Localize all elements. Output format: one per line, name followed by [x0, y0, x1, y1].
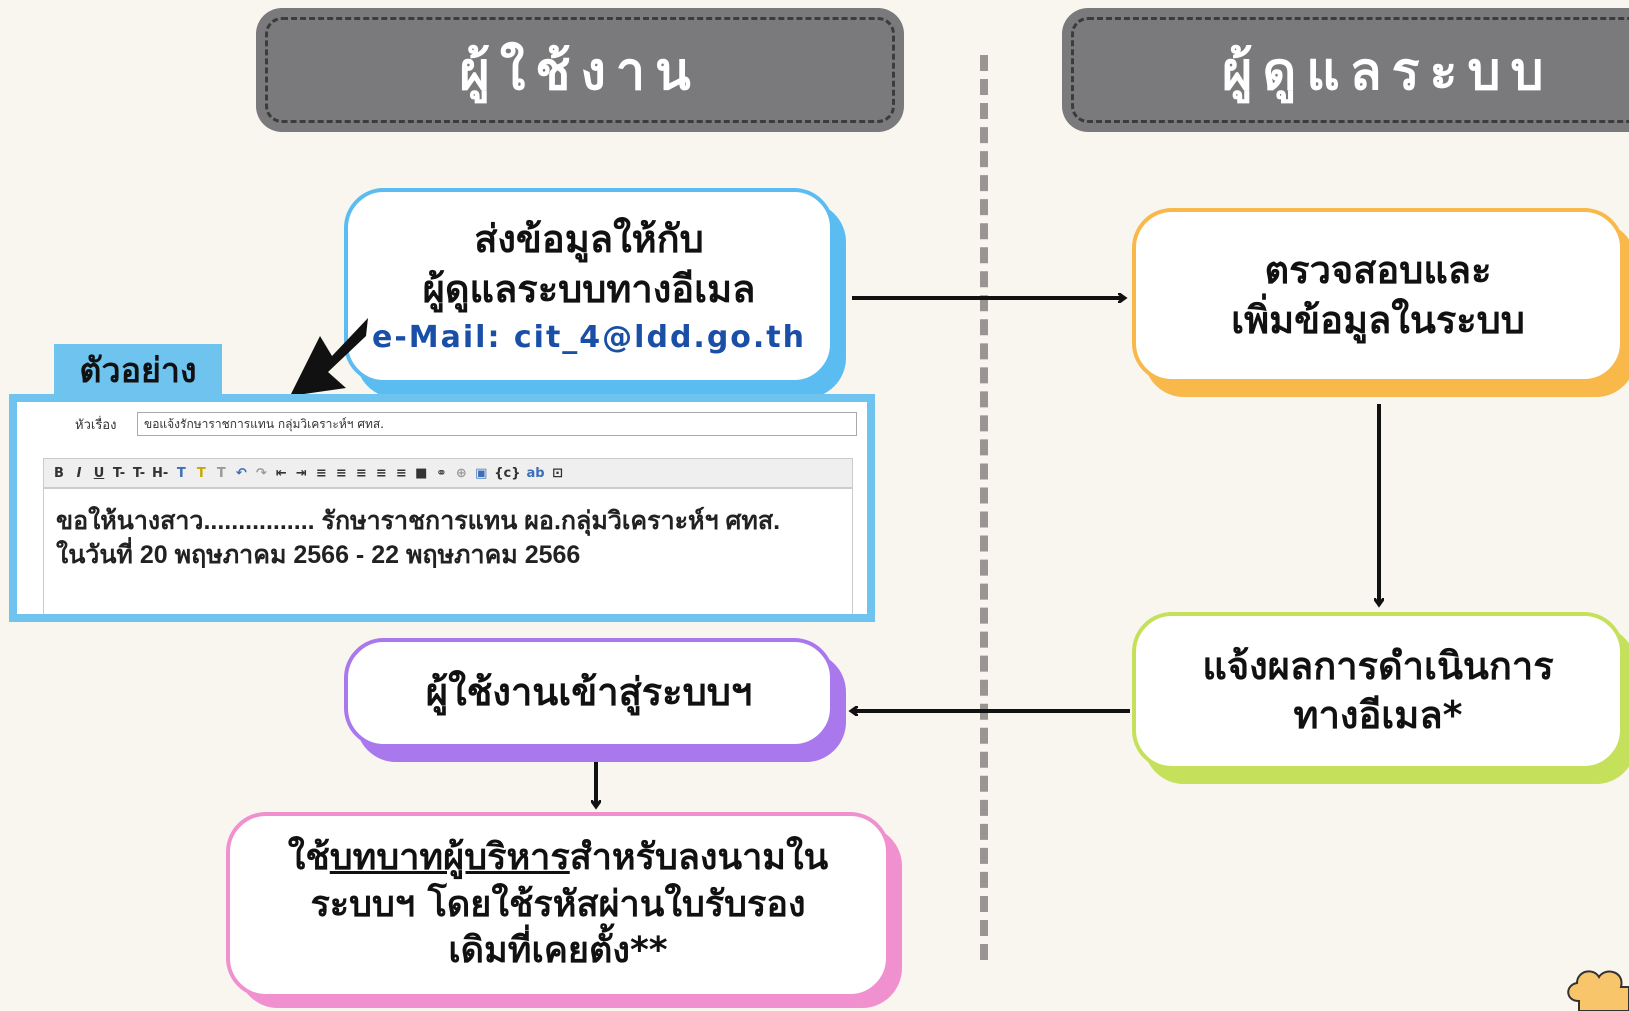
step-send-email-line1: ส่งข้อมูลให้กับ [474, 217, 704, 262]
cloud-icon [1567, 970, 1629, 1011]
spellcheck-icon[interactable]: ab [526, 465, 545, 481]
step-face: ใช้บทบาทผู้บริหารสำหรับลงนามใน ระบบฯ โดย… [226, 812, 890, 998]
align-center-icon[interactable]: ≡ [375, 465, 387, 481]
align-right-icon[interactable]: ≡ [395, 465, 407, 481]
step-send-email: ส่งข้อมูลให้กับ ผู้ดูแลระบบทางอีเมล e-Ma… [344, 188, 846, 398]
lane-title-user: ผู้ใช้งาน [459, 41, 701, 102]
font-size-icon[interactable]: T- [112, 465, 126, 481]
step-check-line1: ตรวจสอบและ [1264, 248, 1492, 293]
step-login-text: ผู้ใช้งานเข้าสู่ระบบฯ [425, 670, 753, 715]
heading-icon[interactable]: H- [152, 465, 169, 481]
justify-icon[interactable]: ■ [415, 465, 428, 481]
clear-format-icon[interactable]: T [216, 465, 226, 481]
lane-divider [980, 55, 988, 960]
code-icon[interactable]: {c} [494, 465, 521, 481]
step-face: ผู้ใช้งานเข้าสู่ระบบฯ [344, 638, 834, 748]
italic-icon[interactable]: I [76, 465, 82, 481]
step-notify-line1: แจ้งผลการดำเนินการ [1202, 643, 1554, 688]
step-sign-line1-post: สำหรับลงนามใน [569, 836, 829, 878]
lane-header-admin: ผู้ดูแลระบบ [1062, 8, 1629, 132]
example-frame: หัวเรื่อง ขอแจ้งรักษาราชการแทน กลุ่มวิเค… [9, 394, 875, 622]
source-icon[interactable]: ⊡ [552, 465, 564, 481]
editor-line2: ในวันที่ 20 พฤษภาคม 2566 - 22 พฤษภาคม 25… [56, 540, 581, 569]
bold-icon[interactable]: B [54, 465, 64, 481]
step-send-email-line2: ผู้ดูแลระบบทางอีเมล [422, 266, 756, 311]
step-sign-line3: เดิมที่เคยตั้ง** [448, 930, 668, 972]
link-icon[interactable]: ⚭ [435, 465, 447, 481]
redo-icon[interactable]: ↷ [255, 465, 267, 481]
email-address: e-Mail: cit_4@ldd.go.th [372, 319, 806, 355]
editor-toolbar: B I U T- T- H- T T T ↶ ↷ ⇤ ⇥ ≡ ≡ ≡ ≡ ≡ ■… [43, 458, 853, 488]
outdent-icon[interactable]: ⇤ [275, 465, 287, 481]
indent-icon[interactable]: ⇥ [295, 465, 307, 481]
undo-icon[interactable]: ↶ [235, 465, 247, 481]
step-sign: ใช้บทบาทผู้บริหารสำหรับลงนามใน ระบบฯ โดย… [226, 812, 902, 1008]
step-face: ส่งข้อมูลให้กับ ผู้ดูแลระบบทางอีเมล e-Ma… [344, 188, 834, 384]
highlight-icon[interactable]: T [196, 465, 206, 481]
step-sign-line1: ใช้บทบาทผู้บริหารสำหรับลงนามใน [288, 835, 828, 882]
step-sign-line1-pre: ใช้ [287, 836, 330, 878]
step-login: ผู้ใช้งานเข้าสู่ระบบฯ [344, 638, 846, 762]
text-color-icon[interactable]: T [176, 465, 186, 481]
unlink-icon[interactable]: ⊕ [455, 465, 467, 481]
lane-header-user: ผู้ใช้งาน [256, 8, 904, 132]
step-notify: แจ้งผลการดำเนินการ ทางอีเมล* [1132, 612, 1629, 784]
subject-row: หัวเรื่อง ขอแจ้งรักษาราชการแทน กลุ่มวิเค… [17, 402, 867, 446]
step-face: ตรวจสอบและ เพิ่มข้อมูลในระบบ [1132, 208, 1624, 383]
step-check: ตรวจสอบและ เพิ่มข้อมูลในระบบ [1132, 208, 1629, 397]
align-left-icon[interactable]: ≡ [355, 465, 367, 481]
underline-icon[interactable]: U [93, 465, 105, 481]
email-editor-screenshot: หัวเรื่อง ขอแจ้งรักษาราชการแทน กลุ่มวิเค… [17, 402, 867, 614]
role-underline: บทบาทผู้บริหาร [329, 836, 570, 878]
numbered-list-icon[interactable]: ≡ [315, 465, 327, 481]
step-check-line2: เพิ่มข้อมูลในระบบ [1231, 297, 1525, 342]
font-family-icon[interactable]: T- [132, 465, 146, 481]
step-face: แจ้งผลการดำเนินการ ทางอีเมล* [1132, 612, 1624, 770]
subject-label: หัวเรื่อง [75, 417, 117, 433]
image-icon[interactable]: ▣ [475, 465, 488, 481]
lane-title-admin: ผู้ดูแลระบบ [1222, 41, 1554, 102]
step-notify-line2: ทางอีเมล* [1293, 693, 1463, 737]
editor-body[interactable]: ขอให้นางสาว................ รักษาราชการแ… [43, 488, 853, 614]
example-label: ตัวอย่าง [54, 344, 222, 396]
bullet-list-icon[interactable]: ≡ [335, 465, 347, 481]
step-sign-line2: ระบบฯ โดยใช้รหัสผ่านใบรับรอง [310, 883, 806, 925]
editor-line1: ขอให้นางสาว................ รักษาราชการแ… [56, 507, 781, 535]
subject-field[interactable]: ขอแจ้งรักษาราชการแทน กลุ่มวิเคราะห์ฯ ศทส… [137, 412, 857, 436]
